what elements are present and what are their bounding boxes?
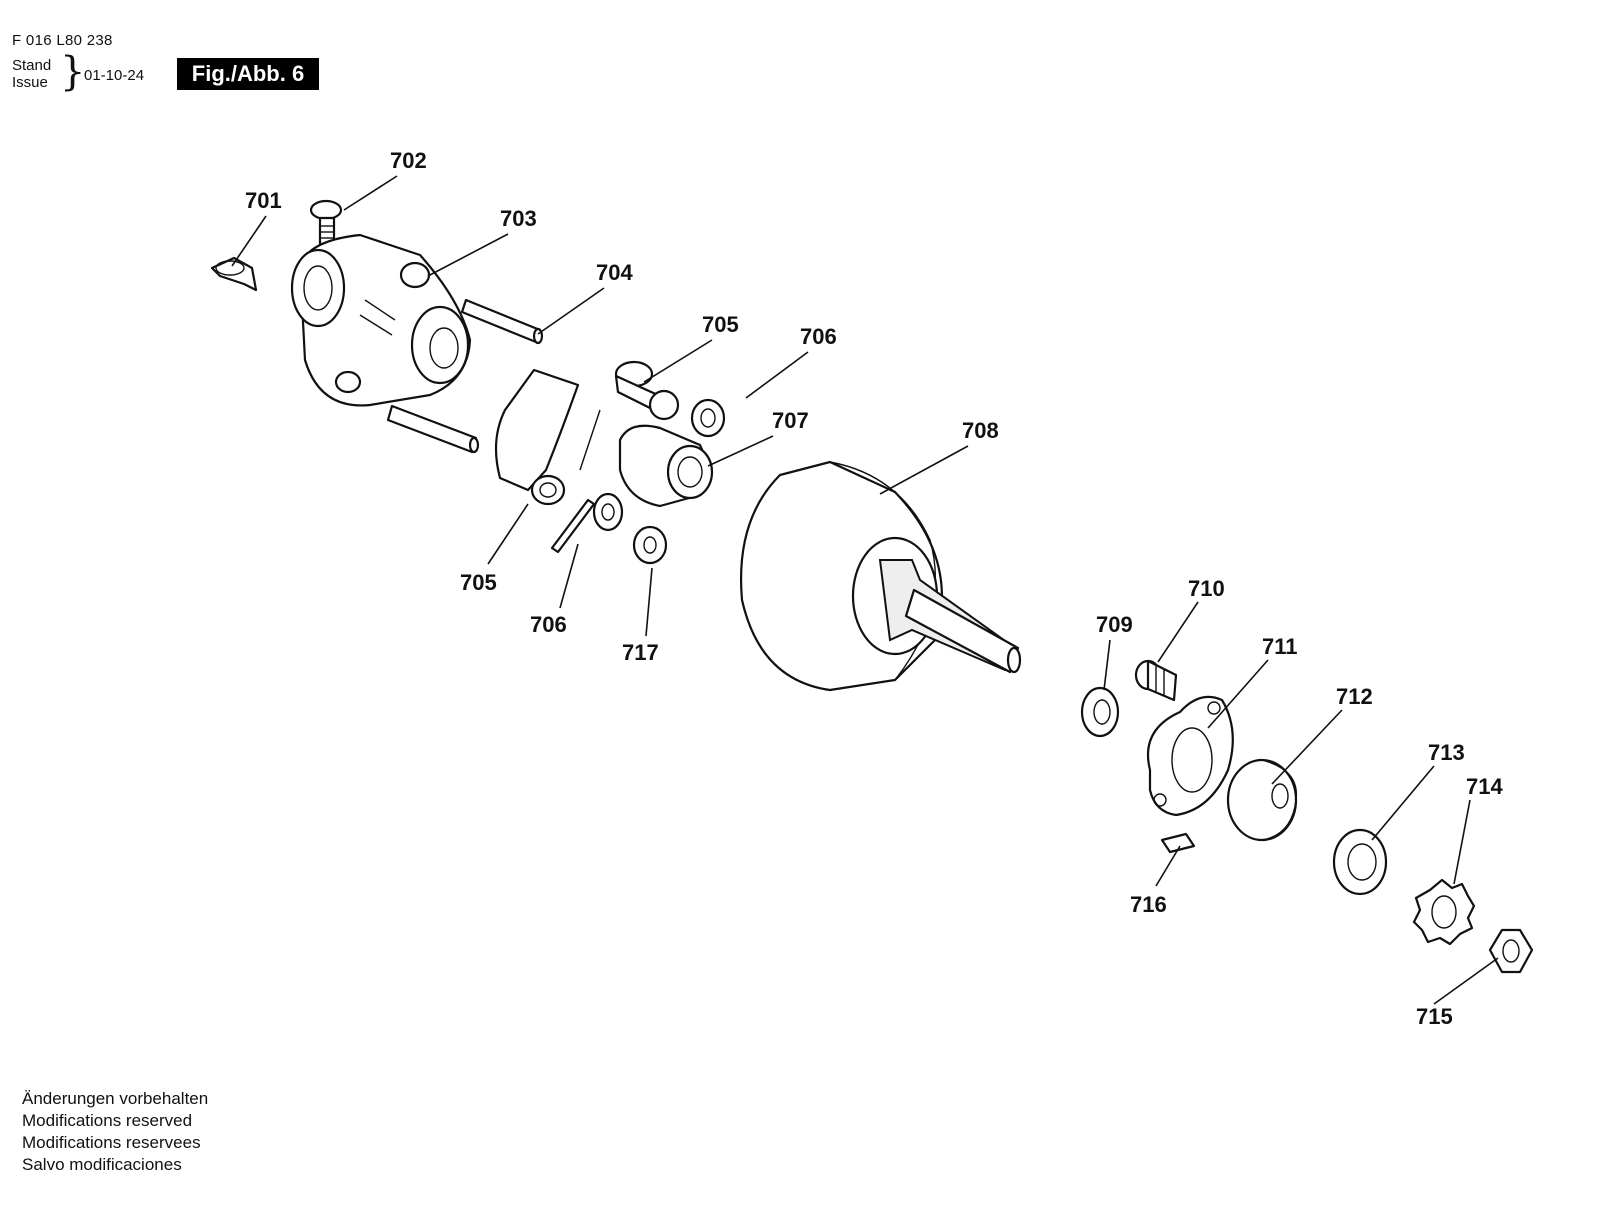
part-705-shoe-left xyxy=(494,368,580,506)
label-705-upper: 705 xyxy=(702,312,739,337)
brace-glyph: } xyxy=(60,49,86,95)
label-714: 714 xyxy=(1466,774,1503,799)
label-711: 711 xyxy=(1262,634,1298,659)
label-716: 716 xyxy=(1130,892,1167,917)
label-704: 704 xyxy=(596,260,633,285)
part-706-springs xyxy=(550,398,726,554)
label-705-lower: 705 xyxy=(460,570,497,595)
part-710-bushing xyxy=(1134,659,1178,702)
label-710: 710 xyxy=(1188,576,1225,601)
part-702-screw xyxy=(309,199,343,246)
label-706-lower: 706 xyxy=(530,612,567,637)
part-713-seal xyxy=(1332,828,1388,896)
part-711-flange xyxy=(1146,695,1234,817)
part-712-bearing xyxy=(1226,758,1298,842)
notice-spanish: Salvo modificaciones xyxy=(22,1155,182,1174)
label-707: 707 xyxy=(772,408,809,433)
part-709-washer xyxy=(1080,686,1120,738)
label-706-upper: 706 xyxy=(800,324,837,349)
part-717-washer xyxy=(632,525,668,565)
label-702: 702 xyxy=(390,148,427,173)
modifications-notice: Änderungen vorbehalten Modifications res… xyxy=(22,1088,208,1176)
label-717: 717 xyxy=(622,640,659,665)
issue-date: 01-10-24 xyxy=(84,67,145,84)
part-705-shoe-right xyxy=(579,360,680,471)
label-701: 701 xyxy=(245,188,282,213)
part-714-star-washer xyxy=(1412,878,1476,946)
notice-german: Änderungen vorbehalten xyxy=(22,1089,209,1108)
stand-issue-labels: Stand Issue xyxy=(12,57,51,91)
part-703-clutch-hub xyxy=(290,233,472,407)
label-703: 703 xyxy=(500,206,537,231)
part-707-carrier xyxy=(618,424,714,508)
notice-french: Modifications reservees xyxy=(22,1133,201,1152)
leader-lines xyxy=(231,175,1499,1005)
notice-english: Modifications reserved xyxy=(22,1111,193,1130)
label-715: 715 xyxy=(1416,1004,1453,1029)
label-708: 708 xyxy=(962,418,999,443)
part-labels: 701 702 703 704 705 706 707 708 705 706 … xyxy=(245,148,1503,1029)
part-701-key xyxy=(210,256,258,292)
part-708-clutch-drum xyxy=(740,460,1022,692)
label-713: 713 xyxy=(1428,740,1465,765)
part-704-pins xyxy=(386,298,544,454)
label-712: 712 xyxy=(1336,684,1373,709)
issue-label: Issue xyxy=(12,74,48,91)
part-715-nut xyxy=(1488,928,1534,974)
part-716-key xyxy=(1160,832,1196,854)
label-709: 709 xyxy=(1096,612,1133,637)
stand-label: Stand xyxy=(12,57,52,74)
figure-label: Fig./Abb. 6 xyxy=(177,58,319,90)
document-number: F 016 L80 238 xyxy=(12,32,113,49)
